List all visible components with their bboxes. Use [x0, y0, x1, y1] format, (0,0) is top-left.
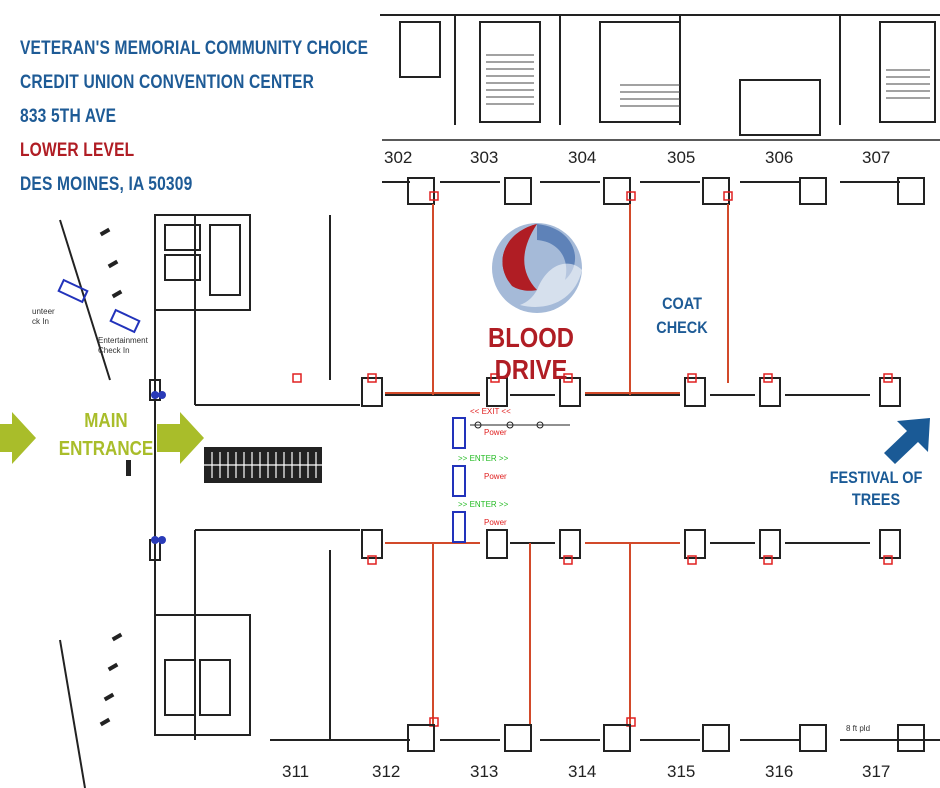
volunteer-check-in-line-2: ck In: [32, 317, 49, 326]
entrance-doors: [151, 391, 166, 544]
exit-sign: << EXIT <<: [470, 407, 511, 416]
blood-drive-tables: [452, 417, 466, 543]
room-303: 303: [470, 148, 499, 167]
room-307: 307: [862, 148, 891, 167]
blood-drop-logo-icon: [492, 223, 582, 313]
festival-label-line-2: TREES: [851, 490, 901, 509]
entertainment-check-in-line-1: Entertainment: [98, 336, 148, 345]
exterior-walls: [59, 219, 111, 788]
address-panel: VETERAN'S MEMORIAL COMMUNITY CHOICE CRED…: [6, 28, 382, 212]
arrow-right-icon: [0, 412, 204, 464]
blood-drive-label: BLOOD DRIVE: [488, 322, 574, 385]
stairs: [486, 54, 930, 107]
room-302: 302: [384, 148, 413, 167]
arrow-diagonal-icon: [884, 418, 930, 464]
power-label-2: Power: [484, 472, 507, 481]
entrance-wall: [149, 310, 161, 615]
venue-name-line-2: CREDIT UNION CONVENTION CENTER: [20, 72, 315, 93]
street-address: 833 5TH AVE: [20, 106, 117, 127]
planters: [99, 227, 123, 727]
room-317: 317: [862, 762, 891, 781]
check-in-tables: [57, 278, 141, 334]
room-316: 316: [765, 762, 794, 781]
main-entrance-label-line-1: MAIN: [84, 410, 128, 432]
room-315: 315: [667, 762, 696, 781]
coat-check-label-line-1: COAT: [662, 294, 702, 313]
volunteer-check-in-line-1: unteer: [32, 307, 55, 316]
room-314: 314: [568, 762, 597, 781]
room-304: 304: [568, 148, 597, 167]
top-rooms-walls: [380, 14, 940, 141]
room-306: 306: [765, 148, 794, 167]
city-state-zip: DES MOINES, IA 50309: [20, 174, 193, 195]
room-311: 311: [282, 762, 310, 781]
entertainment-check-in-line-2: Check In: [98, 346, 130, 355]
power-label-1: Power: [484, 428, 507, 437]
mid-lower-wall: [194, 529, 901, 740]
level-label: LOWER LEVEL: [20, 140, 135, 161]
enter-sign-2: >> ENTER >>: [458, 500, 509, 509]
restrooms: [154, 214, 251, 736]
enter-sign-1: >> ENTER >>: [458, 454, 509, 463]
queue-rope: [470, 421, 570, 429]
sign-note: 8 ft pld: [846, 724, 871, 733]
central-bench: [204, 447, 322, 483]
power-label-3: Power: [484, 518, 507, 527]
power-markers: [292, 191, 893, 727]
upper-corridor-wall: [380, 177, 925, 205]
room-312: 312: [372, 762, 401, 781]
room-313: 313: [470, 762, 499, 781]
coat-check-label-line-2: CHECK: [656, 318, 708, 337]
festival-label-line-1: FESTIVAL OF: [829, 468, 923, 487]
venue-name-line-1: VETERAN'S MEMORIAL COMMUNITY CHOICE: [20, 38, 369, 59]
main-entrance-label-line-2: ENTRANCE: [58, 438, 154, 460]
post: [126, 460, 131, 476]
room-305: 305: [667, 148, 696, 167]
bottom-rooms-walls: [270, 724, 940, 752]
